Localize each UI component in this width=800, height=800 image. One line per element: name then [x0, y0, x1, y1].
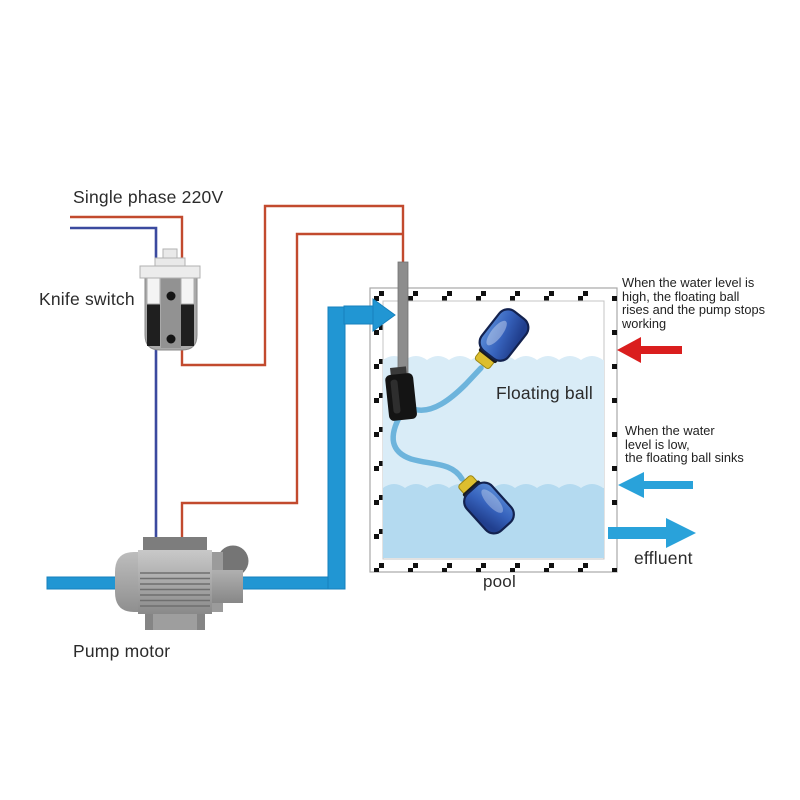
- float-switch-upper: [474, 308, 530, 369]
- pump-motor-label: Pump motor: [73, 641, 171, 661]
- pool-label: pool: [483, 572, 516, 591]
- pump-motor-graphic: [115, 537, 249, 630]
- low-level-note-line: the floating ball sinks: [625, 450, 744, 466]
- float-switch-lower: [458, 475, 515, 535]
- neutral-wire: [70, 226, 158, 537]
- effluent-label: effluent: [634, 548, 693, 568]
- float-cable-hanger: [385, 366, 417, 421]
- high-level-note-line: When the water level is: [622, 275, 755, 290]
- live-wire: [70, 204, 405, 537]
- power-supply-label: Single phase 220V: [73, 187, 224, 207]
- float-cable-lower: [390, 411, 465, 482]
- knife-switch-graphic: [139, 248, 201, 351]
- high-level-note-line: rises and the pump stops: [622, 302, 765, 318]
- water-low-arrow: [618, 472, 693, 498]
- inflow-arrow-head: [372, 298, 396, 332]
- water-pipe: [46, 298, 396, 590]
- float-switch-rod: [397, 261, 409, 381]
- knife-switch-label: Knife switch: [39, 289, 135, 309]
- high-level-note-line: high, the floating ball: [622, 288, 740, 304]
- high-level-note-line: working: [622, 316, 667, 332]
- floating-ball-label: Floating ball: [496, 383, 593, 403]
- high-level-note: When the water level is high, the floati…: [622, 276, 765, 331]
- pump-stop-arrow: [617, 337, 682, 363]
- float-cable-upper: [410, 365, 484, 413]
- low-level-note-line: level is low,: [625, 436, 690, 452]
- pump-knob: [217, 545, 249, 577]
- motor-fins: [140, 572, 210, 607]
- low-level-note: When the water level is low, the floatin…: [625, 424, 744, 465]
- low-level-note-line: When the water: [625, 423, 715, 438]
- effluent-arrow: [608, 518, 696, 548]
